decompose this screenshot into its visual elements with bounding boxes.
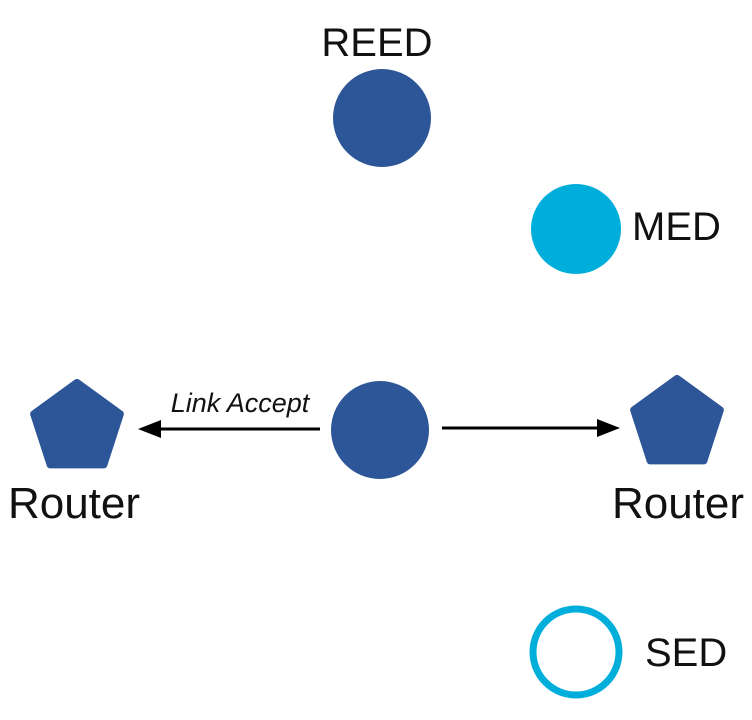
router-left-pentagon <box>30 379 124 469</box>
link-accept-edge-label: Link Accept <box>171 388 311 418</box>
right-arrowhead-icon <box>597 419 620 437</box>
router-right-label: Router <box>612 479 744 528</box>
router-right-pentagon <box>630 375 724 465</box>
med-node-circle <box>531 184 621 274</box>
sed-node-label: SED <box>645 631 727 675</box>
left-arrowhead-icon <box>138 420 161 438</box>
router-left-label: Router <box>8 479 140 528</box>
med-node-label: MED <box>632 205 721 249</box>
reed-node-label: REED <box>321 21 432 65</box>
sed-node-circle <box>529 605 623 699</box>
center-node-circle <box>331 381 429 479</box>
reed-node-circle <box>333 69 431 167</box>
